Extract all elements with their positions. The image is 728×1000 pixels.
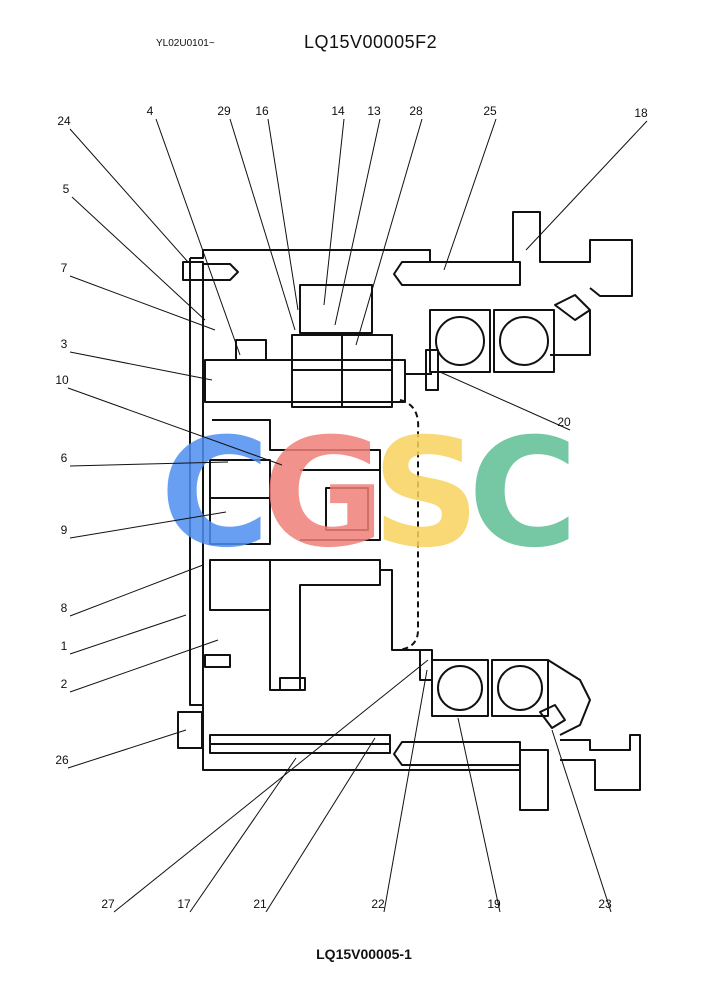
watermark-letter-3: S	[372, 407, 480, 581]
callout-19: 19	[487, 897, 501, 911]
leader-line-5	[71, 196, 206, 321]
callout-20: 20	[557, 415, 571, 429]
watermark-letter-1: C	[160, 407, 270, 581]
callout-6: 6	[61, 451, 68, 465]
callout-labels: 24 4 29 16 14 13 28 25 18 5 7 3 10 20 6 9 8 1 2 26 27 17 21 22 1…	[55, 104, 648, 911]
leader-line-25	[443, 118, 497, 271]
callout-24: 24	[57, 114, 71, 128]
leader-line-22	[383, 669, 428, 913]
leader-line-10	[67, 387, 283, 466]
leader-line-26	[67, 729, 187, 769]
leader-line-21	[265, 737, 376, 913]
callout-18: 18	[634, 106, 648, 120]
leader-line-16	[267, 118, 299, 311]
callout-26: 26	[55, 753, 69, 767]
leader-line-23	[551, 729, 612, 913]
leader-line-2	[69, 639, 219, 693]
leader-line-3	[69, 351, 213, 381]
leader-line-28	[355, 118, 423, 346]
leader-line-7	[69, 275, 216, 331]
serial-number: YL02U0101~	[156, 38, 215, 49]
callout-10: 10	[55, 373, 69, 387]
leader-line-4	[155, 118, 241, 356]
callout-5: 5	[63, 182, 70, 196]
leader-line-19	[457, 717, 501, 913]
watermark-letter-2: G	[262, 407, 385, 581]
callout-3: 3	[61, 337, 68, 351]
callout-22: 22	[371, 897, 385, 911]
leader-line-29	[229, 118, 296, 331]
callout-leader-lines	[67, 118, 648, 913]
callout-4: 4	[147, 104, 154, 118]
transmission-housing-drawing	[177, 211, 641, 811]
callout-13: 13	[367, 104, 381, 118]
leader-line-13	[334, 118, 381, 326]
callout-17: 17	[177, 897, 191, 911]
drawing-code: LQ15V00005F2	[304, 32, 438, 52]
leader-line-24	[69, 128, 189, 263]
watermark-letter-4: C	[468, 407, 578, 581]
cgsc-watermark: C G S C	[160, 407, 578, 581]
callout-14: 14	[331, 104, 345, 118]
figure-code: LQ15V00005-1	[316, 946, 412, 962]
callout-28: 28	[409, 104, 423, 118]
callout-27: 27	[101, 897, 115, 911]
leader-line-8	[69, 564, 204, 617]
callout-21: 21	[253, 897, 267, 911]
callout-8: 8	[61, 601, 68, 615]
callout-1: 1	[61, 639, 68, 653]
callout-25: 25	[483, 104, 497, 118]
callout-23: 23	[598, 897, 612, 911]
leader-line-1	[69, 614, 187, 655]
callout-9: 9	[61, 523, 68, 537]
callout-7: 7	[61, 261, 68, 275]
leader-line-6	[69, 461, 229, 467]
leader-line-14	[323, 118, 345, 306]
leader-line-17	[189, 757, 297, 913]
leader-line-20	[439, 371, 571, 431]
leader-line-27	[113, 659, 429, 913]
leader-line-9	[69, 511, 227, 539]
callout-16: 16	[255, 104, 269, 118]
callout-29: 29	[217, 104, 231, 118]
leader-line-18	[525, 120, 648, 251]
callout-2: 2	[61, 677, 68, 691]
